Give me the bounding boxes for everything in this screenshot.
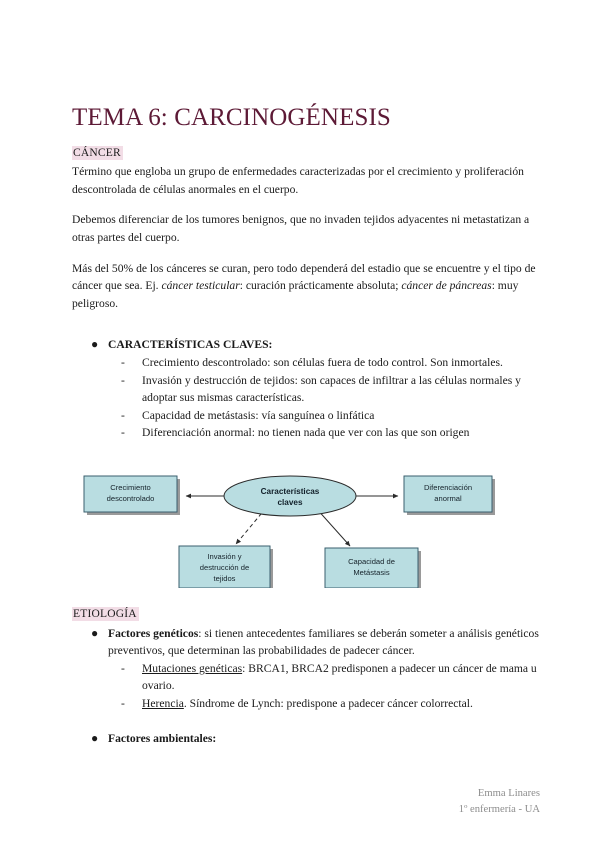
- paragraph-run-italic: cáncer testicular: [161, 279, 240, 293]
- factores-ambientales-label: Factores ambientales:: [108, 731, 217, 745]
- spacer: [72, 325, 540, 336]
- paragraph-run: Término que engloba un grupo de enfermed…: [72, 165, 524, 196]
- footer-author: Emma Linares: [477, 788, 540, 800]
- factores-geneticos-sublist: - Mutaciones genéticas: BRCA1, BRCA2 pre…: [108, 660, 540, 713]
- page-title: TEMA 6: CARCINOGÉNESIS: [72, 104, 391, 131]
- cancer-heading-highlight: CÁNCER: [72, 145, 123, 160]
- subitem-text: . Síndrome de Lynch: predispone a padece…: [183, 697, 473, 711]
- cancer-paragraph-1: Término que engloba un grupo de enfermed…: [72, 163, 540, 198]
- etiologia-heading-highlight: ETIOLOGÍA: [72, 607, 139, 622]
- caracteristicas-sublist: - Crecimiento descontrolado: son células…: [108, 354, 540, 442]
- diagram-svg: Crecimiento descontrolado Diferenciación…: [83, 475, 495, 589]
- paragraph-run: Debemos diferenciar de los tumores benig…: [72, 213, 530, 244]
- bottom-right-node-label-line1: Capacidad de: [348, 557, 395, 566]
- page-footer: Emma Linares 1º enfermería - UA: [459, 786, 540, 818]
- paragraph-run: : muy peligroso.: [72, 279, 519, 310]
- list-item-text: Crecimiento descontrolado: son células f…: [142, 355, 503, 369]
- diagram-node-bottom-right: [324, 547, 419, 589]
- dash-marker-icon: -: [121, 426, 125, 440]
- factores-geneticos-text: : si tienen antecedentes familiares se d…: [108, 626, 539, 658]
- diagram-node-right: [403, 475, 493, 513]
- list-item: - Crecimiento descontrolado: son células…: [108, 354, 540, 372]
- list-item: - Invasión y destrucción de tejidos: son…: [108, 372, 540, 407]
- left-node-label-line1: Crecimiento: [110, 483, 151, 492]
- center-node-label-line2: claves: [277, 498, 302, 507]
- diagram-node-bottom-left: [178, 545, 271, 589]
- bullet-dot-icon: ●: [91, 337, 99, 352]
- subitem-underlined-term: Herencia: [142, 697, 184, 711]
- dash-marker-icon: -: [121, 355, 125, 369]
- connector-center-to-bottom-right: [315, 507, 351, 547]
- list-item: ● Factores ambientales:: [72, 730, 540, 748]
- paragraph-run: : curación prácticamente absoluta;: [239, 279, 402, 293]
- right-node-label-line2: anormal: [434, 494, 462, 503]
- list-item-text: Diferenciación anormal: no tienen nada q…: [142, 426, 470, 440]
- dash-marker-icon: -: [121, 661, 125, 675]
- bullet-dot-icon: ●: [91, 625, 99, 640]
- dash-marker-icon: -: [121, 697, 125, 711]
- bottom-left-node-label-line2: destrucción de: [200, 563, 249, 572]
- cancer-paragraph-3: Más del 50% de los cánceres se curan, pe…: [72, 260, 540, 313]
- cancer-paragraph-2: Debemos diferenciar de los tumores benig…: [72, 211, 540, 246]
- list-item: - Capacidad de metástasis: vía sanguínea…: [108, 407, 540, 425]
- bottom-left-node-label-line1: Invasión y: [207, 552, 241, 561]
- dash-marker-icon: -: [121, 373, 125, 387]
- caracteristicas-list: ● CARACTERÍSTICAS CLAVES: - Crecimiento …: [72, 336, 540, 442]
- bottom-right-node-label-line2: Metástasis: [353, 568, 389, 577]
- diagram-node-center: [223, 475, 357, 517]
- dash-marker-icon: -: [121, 408, 125, 422]
- list-item: ● CARACTERÍSTICAS CLAVES: - Crecimiento …: [72, 336, 540, 442]
- etiologia-list: ● Factores genéticos: si tienen antecede…: [72, 625, 540, 748]
- caracteristicas-label: CARACTERÍSTICAS CLAVES:: [108, 338, 273, 352]
- subitem-text: : BRCA1, BRCA2 predisponen a padecer un …: [142, 661, 537, 693]
- left-node-label-line2: descontrolado: [107, 494, 155, 503]
- list-item: ● Factores genéticos: si tienen antecede…: [72, 625, 540, 713]
- diagram-node-left: [83, 475, 178, 513]
- footer-course: 1º enfermería - UA: [458, 804, 540, 816]
- section-heading-cancer: CÁNCER: [72, 141, 540, 163]
- bottom-left-node-label-line3: tejidos: [214, 574, 236, 583]
- list-item: - Mutaciones genéticas: BRCA1, BRCA2 pre…: [108, 660, 540, 695]
- center-node-label-line1: Características: [261, 487, 320, 496]
- section-heading-etiologia: ETIOLOGÍA: [72, 602, 540, 624]
- right-node-label-line1: Diferenciación: [424, 483, 472, 492]
- list-item-text: Capacidad de metástasis: vía sanguínea o…: [142, 408, 375, 422]
- paragraph-run: Más del 50% de los cánceres se curan, pe…: [72, 261, 536, 293]
- list-item-text: Invasión y destrucción de tejidos: son c…: [142, 373, 521, 405]
- list-item: - Herencia. Síndrome de Lynch: predispon…: [108, 695, 540, 713]
- caracteristicas-claves-diagram: Crecimiento descontrolado Diferenciación…: [64, 460, 532, 589]
- subitem-underlined-term: Mutaciones genéticas: [142, 661, 243, 675]
- factores-geneticos-label: Factores genéticos: [108, 626, 199, 640]
- bullet-dot-icon: ●: [91, 730, 99, 745]
- paragraph-run-italic: cáncer de páncreas: [401, 279, 492, 293]
- list-item: - Diferenciación anormal: no tienen nada…: [108, 424, 540, 442]
